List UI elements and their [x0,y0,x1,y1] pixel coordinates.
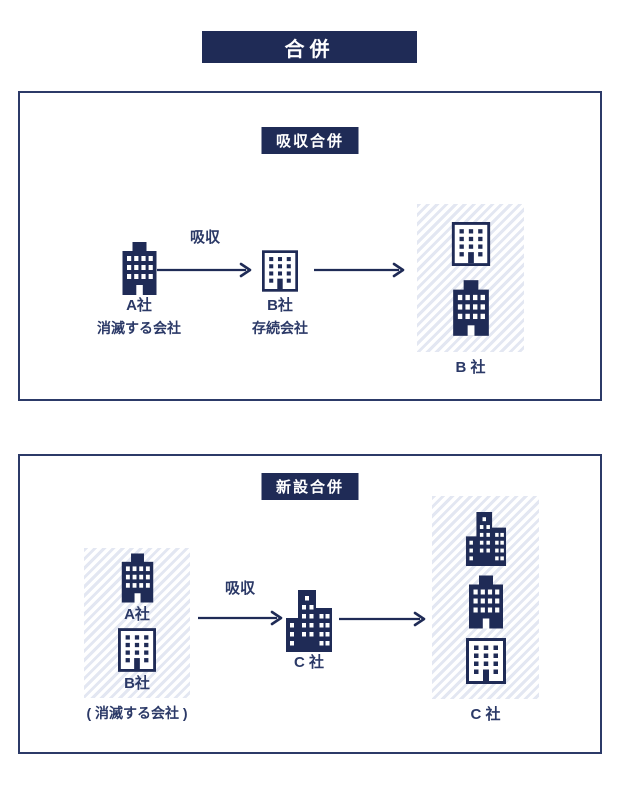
building-solid-icon [119,242,160,295]
company-a-role: 消滅する会社 [97,320,181,336]
building-solid-icon [466,574,506,630]
merged-result-box [417,204,524,352]
building-outline-icon [466,638,506,684]
company-a-name: A社 [124,606,150,623]
company-a-name: A社 [126,297,152,314]
result-company-name: C 社 [470,706,501,723]
merging-companies-role: ( 消滅する会社 ) [86,705,188,721]
consolidation-panel-header: 新設合併 [261,473,359,500]
arrow-right-icon [314,262,405,278]
absorption-merger-panel: 吸収合併 A社 消滅する会社 吸収 B社 存続会社 B 社 [18,91,602,401]
company-b-name: B社 [267,297,293,314]
building-outline-icon [262,249,298,293]
building-outline-icon [451,222,491,266]
result-company-name: B 社 [455,359,486,376]
arrow-right-icon [198,610,283,626]
company-b-role: 存続会社 [252,320,308,336]
company-c-name: C 社 [293,654,324,671]
consolidation-merger-panel: 新設合併 A社 B社 ( 消滅する会社 ) 吸収 C 社 C 社 [18,454,602,754]
absorption-arrow-label: 吸収 [224,580,255,597]
absorption-arrow-label: 吸収 [189,229,220,246]
building-city-icon [284,590,334,652]
merging-companies-box: A社 B社 [84,548,190,698]
arrow-right-icon [157,262,252,278]
arrow-right-icon [339,611,426,627]
building-city-icon [463,512,509,566]
building-solid-icon [119,553,156,603]
page-title: 合併 [202,31,417,63]
company-b-name: B社 [124,674,150,692]
building-outline-icon [118,628,156,672]
merged-result-box [432,496,539,699]
building-solid-icon [450,280,492,336]
absorption-panel-header: 吸収合併 [261,127,359,154]
